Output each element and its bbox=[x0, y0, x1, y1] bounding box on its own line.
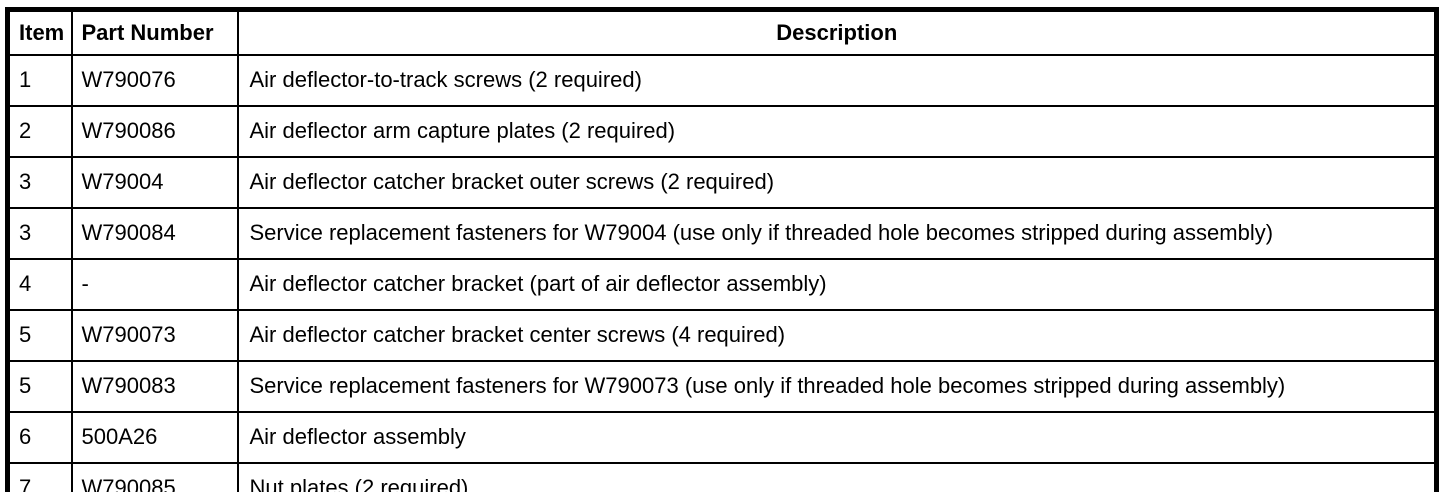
item-cell: 2 bbox=[6, 105, 73, 158]
description-column-header: Description bbox=[236, 8, 1438, 56]
part-number-cell: W790085 bbox=[70, 462, 239, 492]
parts-table: Item Part Number Description 1 W790076 A… bbox=[5, 7, 1439, 492]
description-cell: Air deflector catcher bracket center scr… bbox=[236, 309, 1438, 362]
description-cell: Air deflector catcher bracket outer scre… bbox=[236, 156, 1438, 209]
description-cell: Service replacement fasteners for W79007… bbox=[236, 360, 1438, 413]
table-row: 6 500A26 Air deflector assembly bbox=[6, 411, 1438, 464]
header-row: Item Part Number Description bbox=[6, 8, 1438, 56]
item-cell: 1 bbox=[6, 54, 73, 107]
description-cell: Air deflector catcher bracket (part of a… bbox=[236, 258, 1438, 311]
part-number-cell: W790083 bbox=[70, 360, 239, 413]
description-cell: Air deflector assembly bbox=[236, 411, 1438, 464]
table-row: 1 W790076 Air deflector-to-track screws … bbox=[6, 54, 1438, 107]
table-row: 5 W790083 Service replacement fasteners … bbox=[6, 360, 1438, 413]
table-row: 2 W790086 Air deflector arm capture plat… bbox=[6, 105, 1438, 158]
part-number-cell: 500A26 bbox=[70, 411, 239, 464]
item-cell: 3 bbox=[6, 207, 73, 260]
description-cell: Air deflector-to-track screws (2 require… bbox=[236, 54, 1438, 107]
part-number-cell: - bbox=[70, 258, 239, 311]
table-row: 3 W79004 Air deflector catcher bracket o… bbox=[6, 156, 1438, 209]
part-number-cell: W79004 bbox=[70, 156, 239, 209]
item-cell: 7 bbox=[6, 462, 73, 492]
part-number-cell: W790084 bbox=[70, 207, 239, 260]
item-cell: 4 bbox=[6, 258, 73, 311]
table-row: 3 W790084 Service replacement fasteners … bbox=[6, 207, 1438, 260]
item-cell: 3 bbox=[6, 156, 73, 209]
table-row: 4 - Air deflector catcher bracket (part … bbox=[6, 258, 1438, 311]
description-cell: Air deflector arm capture plates (2 requ… bbox=[236, 105, 1438, 158]
table-row: 5 W790073 Air deflector catcher bracket … bbox=[6, 309, 1438, 362]
item-column-header: Item bbox=[6, 8, 73, 56]
part-number-column-header: Part Number bbox=[70, 8, 239, 56]
table-header: Item Part Number Description bbox=[6, 8, 1438, 56]
part-number-cell: W790086 bbox=[70, 105, 239, 158]
table-row: 7 W790085 Nut plates (2 required) bbox=[6, 462, 1438, 492]
table-body: 1 W790076 Air deflector-to-track screws … bbox=[6, 54, 1438, 492]
description-cell: Nut plates (2 required) bbox=[236, 462, 1438, 492]
part-number-cell: W790076 bbox=[70, 54, 239, 107]
item-cell: 5 bbox=[6, 309, 73, 362]
item-cell: 5 bbox=[6, 360, 73, 413]
part-number-cell: W790073 bbox=[70, 309, 239, 362]
description-cell: Service replacement fasteners for W79004… bbox=[236, 207, 1438, 260]
item-cell: 6 bbox=[6, 411, 73, 464]
